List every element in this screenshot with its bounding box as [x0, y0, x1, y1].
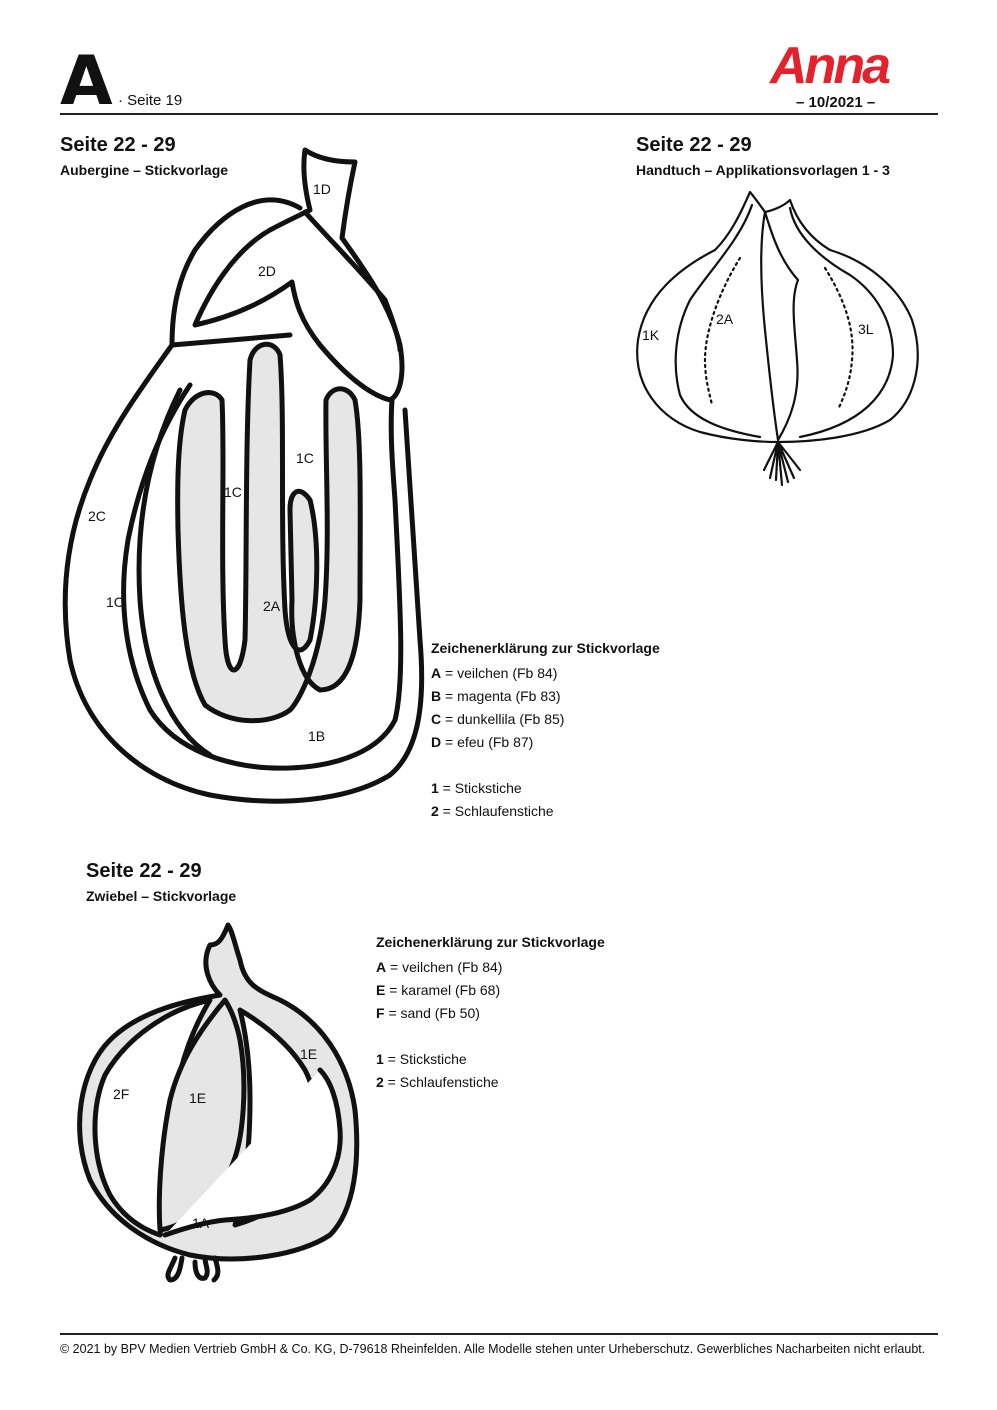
issue-number: – 10/2021 –: [796, 94, 876, 111]
onion-center-leaf: [760, 210, 800, 442]
handtuch-label: 1K: [642, 327, 660, 343]
handtuch-label: 2A: [716, 311, 734, 327]
legend-stitch-1: 1 = Stickstiche: [431, 780, 522, 796]
aubergine-label: 1D: [313, 181, 331, 197]
legend-stitch-1: 1 = Stickstiche: [376, 1051, 467, 1067]
zwiebel-base-1A: [162, 1067, 343, 1238]
aubergine-label: 2A: [263, 598, 281, 614]
handtuch-onion-drawing: [636, 190, 919, 487]
onion-inner-left: [674, 203, 762, 439]
aubergine-calyx: [169, 197, 403, 353]
copyright-notice: © 2021 by BPV Medien Vertrieb GmbH & Co.…: [60, 1342, 926, 1356]
zwiebel-label: 1E: [300, 1046, 317, 1062]
aubergine-label: 1C: [224, 484, 242, 500]
legend-color-b: B = magenta (Fb 83): [431, 688, 561, 704]
handtuch-label: 3L: [858, 321, 874, 337]
zwiebel-labels: 2F 1E 1E 1A: [113, 1046, 317, 1231]
zwiebel-label: 2F: [113, 1086, 129, 1102]
zwiebel-title: Seite 22 - 29: [86, 860, 202, 882]
footer-rule: [60, 1333, 938, 1335]
aubergine-subtitle: Aubergine – Stickvorlage: [60, 162, 229, 178]
zwiebel-label: 1A: [192, 1215, 210, 1231]
zwiebel-subtitle: Zwiebel – Stickvorlage: [86, 888, 237, 904]
legend-color-f: F = sand (Fb 50): [376, 1005, 480, 1021]
aubergine-title: Seite 22 - 29: [60, 134, 176, 156]
zwiebel-legend: Zeichenerklärung zur Stickvorlage A = ve…: [376, 934, 605, 1094]
anna-logo: Anna: [770, 37, 891, 95]
aubergine-label: 2C: [88, 508, 106, 524]
page-reference: · Seite 19: [118, 92, 183, 109]
aubergine-ring-inner: [136, 387, 213, 758]
onion-outline: [636, 190, 919, 444]
onion-dotted-right: [823, 266, 854, 412]
handtuch-title: Seite 22 - 29: [636, 134, 752, 156]
header-rule: [60, 113, 938, 115]
aubergine-label: 1B: [308, 728, 325, 744]
aubergine-labels: 1D 2D 1C 1C 2C 1C 2A 1B: [88, 181, 331, 744]
aubergine-fingers: [175, 341, 363, 724]
onion-roots: [762, 440, 802, 487]
section-letter: A: [60, 42, 113, 121]
aubergine-body-outer: [62, 342, 425, 804]
legend-color-c: C = dunkellila (Fb 85): [431, 711, 565, 727]
handtuch-subtitle: Handtuch – Applikationsvorlagen 1 - 3: [636, 162, 890, 178]
aubergine-label: 1C: [296, 450, 314, 466]
legend-color-a: A = veilchen (Fb 84): [376, 959, 503, 975]
aubergine-ring: [121, 382, 404, 771]
zwiebel-roots: [165, 1255, 221, 1283]
aubergine-fill: [175, 341, 363, 724]
legend-color-e: E = karamel (Fb 68): [376, 982, 501, 998]
onion-dotted-left: [703, 256, 742, 407]
aubergine-label: 1C: [106, 594, 124, 610]
aubergine-drawing: [62, 147, 425, 804]
legend-stitch-2: 2 = Schlaufenstiche: [376, 1074, 499, 1090]
legend-color-d: D = efeu (Fb 87): [431, 734, 534, 750]
onion-inner-right: [788, 206, 895, 439]
handtuch-labels: 1K 2A 3L: [642, 311, 874, 343]
zwiebel-drawing: [77, 922, 360, 1283]
aubergine-legend: Zeichenerklärung zur Stickvorlage A = ve…: [431, 640, 660, 823]
legend-heading: Zeichenerklärung zur Stickvorlage: [376, 934, 605, 950]
aubergine-label: 2D: [258, 263, 276, 279]
legend-color-a: A = veilchen (Fb 84): [431, 665, 558, 681]
zwiebel-label: 1E: [189, 1090, 206, 1106]
legend-stitch-2: 2 = Schlaufenstiche: [431, 803, 554, 819]
aubergine-stem: [192, 147, 405, 403]
legend-heading: Zeichenerklärung zur Stickvorlage: [431, 640, 660, 656]
